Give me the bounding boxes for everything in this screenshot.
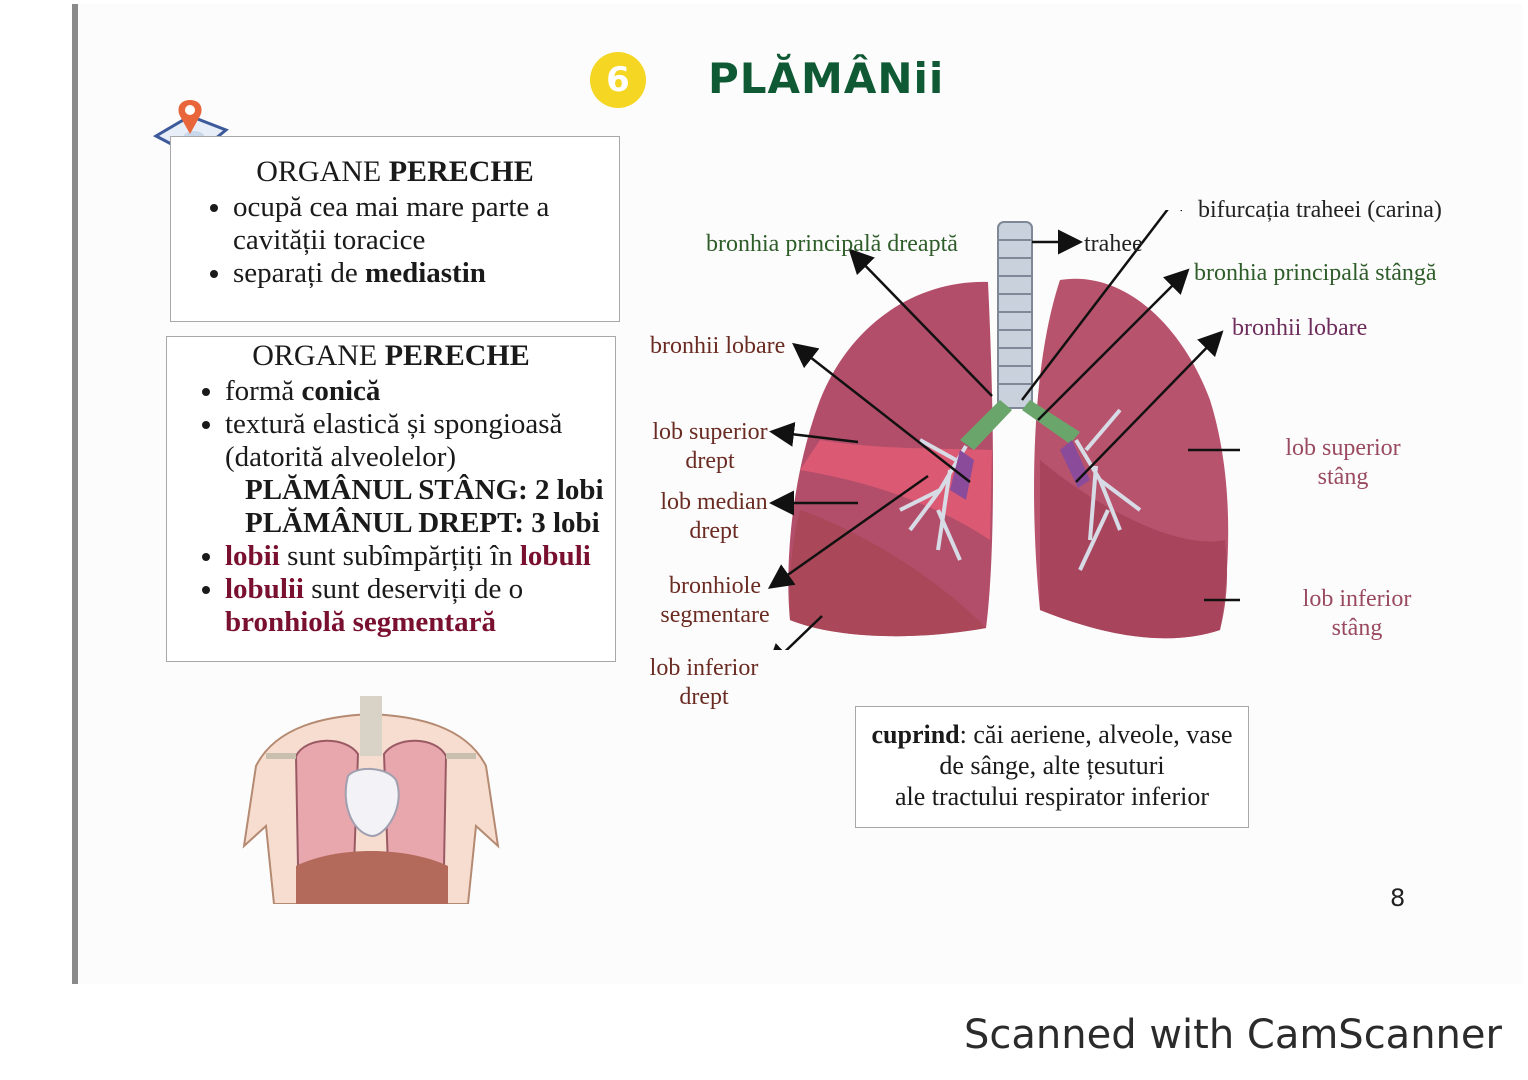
- label-line: segmentare: [660, 602, 770, 628]
- box2-heading-normal: ORGANE: [252, 339, 378, 372]
- list-item: ocupă cea mai mare parte a cavității tor…: [233, 191, 619, 257]
- label-line: bronhiole: [669, 573, 761, 599]
- list-item: lobulii sunt deserviți de o bronhiolă se…: [225, 573, 615, 639]
- label-right-lower-lobe: lob inferior drept: [648, 654, 760, 712]
- label-line: lob median: [660, 489, 768, 515]
- box2-list: formă conică textură elastică și spongio…: [167, 375, 615, 474]
- label-left-upper-lobe: lob superior stâng: [1284, 434, 1402, 492]
- list-item: textură elastică și spongioasă (datorită…: [225, 408, 615, 474]
- label-line: drept: [685, 448, 735, 474]
- label-line: stâng: [1317, 464, 1369, 490]
- label-segmental-bronchioles: bronhiole segmentare: [656, 572, 774, 630]
- box1-list: ocupă cea mai mare parte a cavității tor…: [171, 191, 619, 290]
- list-item-text: separați de: [233, 257, 366, 289]
- paired-organs-box-1: ORGANE PERECHE ocupă cea mai mare parte …: [170, 136, 620, 322]
- label-lobar-bronchi-right: bronhii lobare: [650, 333, 786, 359]
- list-item-maroon: lobuli: [519, 540, 591, 572]
- label-line: stâng: [1331, 615, 1383, 641]
- torso-illustration: [242, 696, 500, 904]
- list-item-bold: mediastin: [365, 257, 486, 289]
- page-number: 8: [1390, 884, 1406, 912]
- info-line-1: cuprind: căi aeriene, alveole, vase: [856, 719, 1248, 750]
- trachea: [997, 221, 1033, 409]
- label-carina: bifurcația traheei (carina): [1198, 197, 1442, 223]
- scanner-watermark: Scanned with CamScanner: [964, 1012, 1502, 1058]
- box2-heading-bold: PERECHE: [384, 339, 530, 372]
- label-trachea: trahee: [1084, 231, 1143, 257]
- box1-heading: ORGANE PERECHE: [171, 155, 619, 189]
- label-right-middle-lobe: lob median drept: [658, 488, 770, 546]
- list-item: lobii sunt subîmpărțiți în lobuli: [225, 540, 615, 573]
- list-item-text: formă: [225, 375, 302, 407]
- page-title: PLĂMÂNii: [708, 54, 945, 103]
- box1-heading-bold: PERECHE: [388, 155, 534, 188]
- section-number-badge: 6: [590, 52, 646, 108]
- info-text: : căi aeriene, alveole, vase: [959, 720, 1233, 749]
- list-item: formă conică: [225, 375, 615, 408]
- box1-heading-normal: ORGANE: [256, 155, 382, 188]
- info-line-3: ale tractului respirator inferior: [894, 782, 1210, 811]
- list-item-bold: conică: [301, 375, 381, 407]
- paired-organs-box-2: ORGANE PERECHE formă conică textură elas…: [166, 336, 616, 662]
- box2-heading: ORGANE PERECHE: [167, 339, 615, 373]
- label-left-lower-lobe: lob inferior stâng: [1298, 585, 1416, 643]
- list-item-maroon: lobulii: [225, 573, 304, 605]
- label-line: lob inferior: [649, 655, 759, 681]
- list-item-text: sunt subîmpărțiți în: [279, 540, 520, 572]
- info-bold: cuprind: [871, 720, 960, 749]
- label-left-main-bronchus: bronhia principală stângă: [1194, 260, 1437, 286]
- list-item-text: sunt deserviți de o: [304, 573, 524, 605]
- list-item-maroon: bronhiolă segmentară: [225, 606, 496, 638]
- label-lobar-bronchi-left: bronhii lobare: [1232, 315, 1368, 341]
- label-line: drept: [679, 684, 729, 710]
- label-line: lob superior: [652, 419, 768, 445]
- label-line: lob superior: [1285, 435, 1401, 461]
- label-line: drept: [689, 518, 739, 544]
- left-lung-lobes: PLĂMÂNUL STÂNG: 2 lobi: [245, 474, 604, 506]
- label-line: lob inferior: [1302, 586, 1412, 612]
- list-item: separați de mediastin: [233, 257, 619, 290]
- label-right-main-bronchus: bronhia principală dreaptă: [706, 231, 958, 257]
- info-line-2: de sânge, alte țesuturi: [939, 751, 1165, 780]
- right-lung-lobes: PLĂMÂNUL DREPT: 3 lobi: [245, 507, 600, 539]
- contents-info-box: cuprind: căi aeriene, alveole, vase de s…: [855, 706, 1249, 828]
- box2-list-2: lobii sunt subîmpărțiți în lobuli lobuli…: [167, 540, 615, 639]
- list-item-maroon: lobii: [225, 540, 280, 572]
- label-right-upper-lobe: lob superior drept: [652, 418, 768, 476]
- lungs-diagram: [766, 210, 1240, 650]
